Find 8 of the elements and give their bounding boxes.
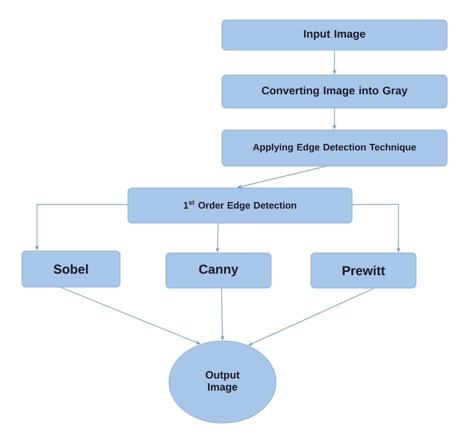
- ellipse-node: Output Image: [168, 340, 276, 424]
- process-box: Canny: [166, 252, 272, 288]
- process-box: Prewitt: [310, 252, 416, 288]
- process-box: Applying Edge Detection Technique: [222, 130, 448, 166]
- process-box: Converting Image into Gray: [222, 74, 448, 108]
- process-box: Input Image: [222, 20, 448, 50]
- process-box: 1$^{st}$ Order Edge Detection: [128, 188, 352, 224]
- process-box: Sobel: [22, 250, 120, 288]
